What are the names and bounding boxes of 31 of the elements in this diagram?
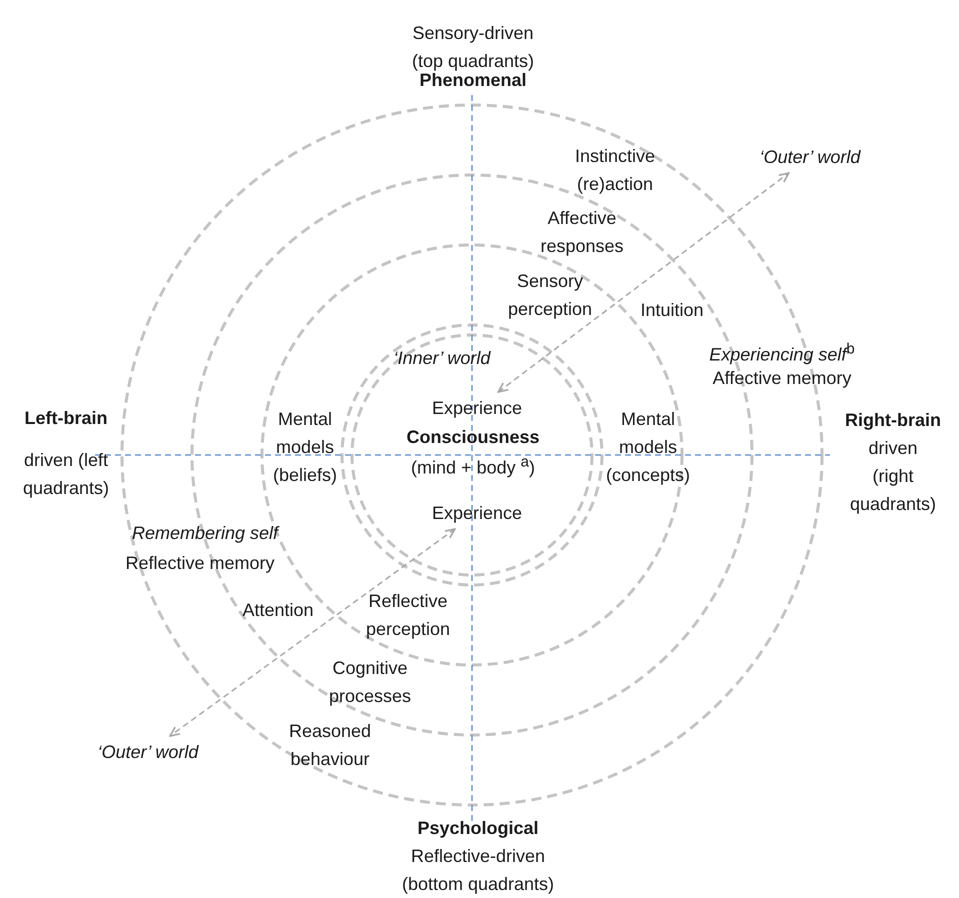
heading-label: Psychological [416,817,540,840]
node-label: ‘Outer’ world [740,143,880,171]
node-label: Experience [417,394,537,422]
double-headed-arrow [497,172,790,393]
label: driven (right quadrants) [848,437,938,516]
label: Reasoned behaviour [288,720,372,771]
label: Affective memory [712,367,852,390]
heading-label: Consciousness [405,426,541,449]
label: Attention [241,599,315,622]
label: (mind + body $^{a}$) [410,452,536,480]
label: Sensory-driven (top quadrants) [410,22,536,73]
label: Sensory perception [506,270,594,321]
label: Remembering self [130,522,280,545]
label: Cognitive processes [328,657,412,708]
node-label: Experience [417,499,537,527]
heading-label: Phenomenal [419,70,527,92]
label: driven (left quadrants) [22,449,110,500]
label: Experiencing self$^{b}$ [708,340,856,366]
node-label: ‘Outer’ world [78,738,218,766]
heading-label: Left-brain [24,407,108,430]
label: ‘Inner’ world [392,347,492,370]
label: Reflective memory [124,552,276,575]
label: Reflective perception [364,590,452,641]
label: Mental models (concepts) [604,408,692,487]
label: Reflective-driven (bottom quadrants) [400,845,556,896]
label: Intuition [639,299,705,322]
double-headed-arrow [169,528,456,737]
label: Mental models (beliefs) [272,408,338,487]
label: Instinctive (re)action [574,145,656,196]
heading-label: Right-brain [844,409,942,432]
label: Affective responses [539,207,625,258]
